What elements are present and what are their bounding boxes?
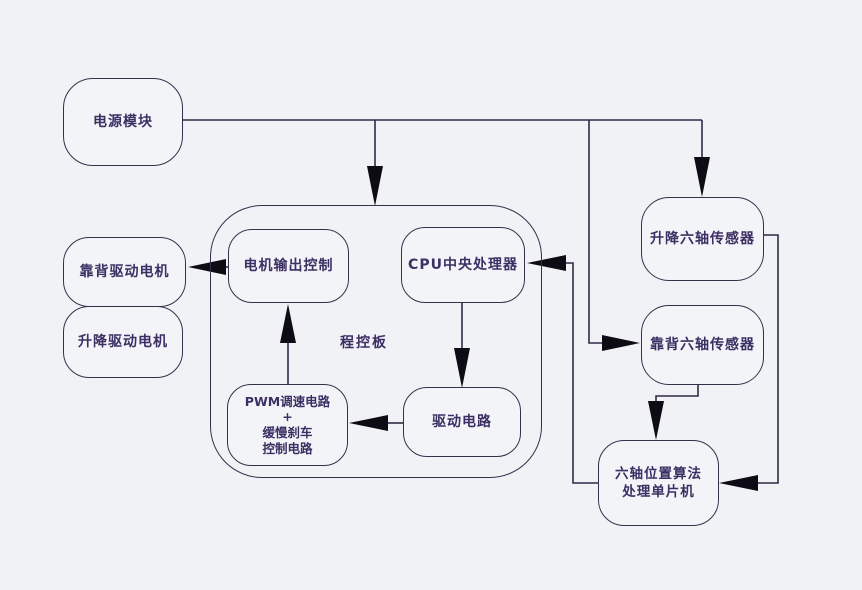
node-pwm-brake-circuit-label: PWM调速电路 + 缓慢刹车 控制电路 [244, 393, 331, 456]
node-backrest-drive-motor: 靠背驱动电机 [63, 237, 186, 307]
arrowhead-power-board [367, 166, 383, 206]
node-backrest-six-axis-sensor-label: 靠背六轴传感器 [650, 336, 755, 353]
arrowhead-power-lift-sensor [694, 157, 710, 197]
node-lift-drive-motor: 升降驱动电机 [63, 306, 183, 378]
node-six-axis-mcu: 六轴位置算法 处理单片机 [598, 440, 719, 526]
arrowhead-power-backrest-sensor [602, 335, 640, 351]
edge-mcu-to-cpu [565, 262, 598, 484]
node-backrest-six-axis-sensor: 靠背六轴传感器 [641, 305, 764, 385]
node-drive-circuit-label: 驱动电路 [432, 413, 492, 430]
node-power-module-label: 电源模块 [93, 113, 153, 130]
board-container [210, 205, 542, 478]
arrowhead-cpu-drive [454, 348, 470, 388]
node-six-axis-mcu-label: 六轴位置算法 处理单片机 [615, 465, 702, 500]
node-power-module: 电源模块 [63, 78, 183, 166]
edge-backrest-sensor-to-mcu [655, 385, 699, 402]
node-motor-output-control: 电机输出控制 [228, 229, 349, 303]
edge-power-to-backrest-sensor [588, 120, 603, 344]
arrowhead-backrest-sensor-mcu [648, 401, 664, 440]
arrowhead-pwm-motor-output [280, 304, 296, 343]
node-lift-six-axis-sensor: 升降六轴传感器 [641, 197, 764, 281]
node-cpu-label: CPU中央处理器 [408, 256, 518, 273]
node-motor-output-control-label: 电机输出控制 [243, 257, 334, 274]
node-lift-six-axis-sensor-label: 升降六轴传感器 [650, 230, 755, 247]
board-label: 程控板 [340, 335, 388, 351]
node-pwm-brake-circuit: PWM调速电路 + 缓慢刹车 控制电路 [227, 384, 348, 466]
arrowhead-lift-sensor-mcu [719, 475, 758, 491]
arrowhead-drive-pwm [349, 415, 388, 431]
arrowhead-motor-output-backrest-motor [188, 259, 226, 275]
node-backrest-drive-motor-label: 靠背驱动电机 [79, 263, 170, 280]
node-cpu: CPU中央处理器 [401, 227, 525, 303]
node-drive-circuit: 驱动电路 [403, 387, 521, 457]
edge-lift-sensor-to-mcu [757, 234, 779, 484]
arrowhead-mcu-cpu [527, 255, 566, 271]
node-lift-drive-motor-label: 升降驱动电机 [78, 333, 168, 350]
